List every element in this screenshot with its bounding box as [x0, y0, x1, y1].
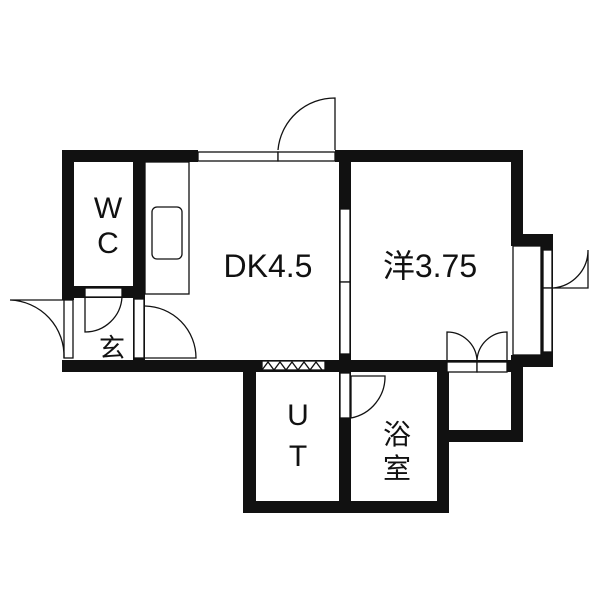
bath-label-1: 浴: [383, 419, 411, 450]
door-swings: [9, 97, 589, 419]
closet-doors-icon: [446, 331, 508, 361]
bay-closet: [512, 245, 542, 356]
sliding-door-right: [339, 281, 351, 355]
wc-label-2: C: [97, 227, 119, 260]
wc-label-1: W: [94, 192, 123, 225]
windows-and-openings: [63, 151, 553, 419]
entrance-door-frame: [63, 299, 74, 359]
bath-door-icon: [350, 375, 386, 419]
entrance-label: 玄: [99, 333, 125, 363]
sliding-door-left: [339, 208, 351, 283]
ut-label-1: U: [287, 399, 309, 432]
kitchen-counter: [144, 161, 190, 295]
western-room-label: 洋3.75: [383, 248, 477, 284]
balcony-door-icon: [277, 97, 336, 151]
wc-door-icon: [84, 296, 123, 333]
balcony-door-frame: [277, 151, 336, 162]
ut-label-2: T: [289, 440, 307, 473]
bath-label-2: 室: [383, 453, 411, 484]
folding-door: [261, 360, 326, 371]
entrance-door-icon: [9, 299, 65, 359]
sink-icon: [151, 206, 183, 260]
dk-label: DK4.5: [224, 248, 313, 284]
room-labels: W C DK4.5 洋3.75 玄 U T 浴 室: [94, 192, 477, 484]
top-window: [197, 151, 279, 162]
